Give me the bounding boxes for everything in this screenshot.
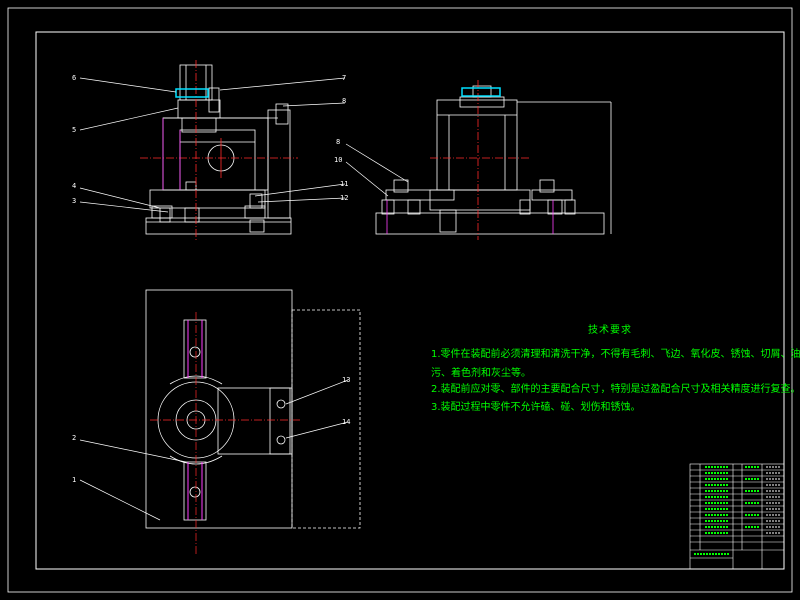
side-highlights xyxy=(386,200,554,234)
requirement-line-4: 3.装配过程中零件不允许磕、碰、划伤和锈蚀。 xyxy=(431,402,641,413)
requirement-line-3: 2.装配前应对零、部件的主要配合尺寸，特别是过盈配合尺寸及相关精度进行复查。 xyxy=(431,384,800,395)
balloon-8-side: 8 xyxy=(336,138,340,146)
inner-border xyxy=(35,31,785,570)
handwheel-front xyxy=(175,88,209,98)
front-highlights xyxy=(162,118,181,190)
side-view xyxy=(375,80,612,240)
balloon-4: 4 xyxy=(72,182,76,190)
balloon-10: 10 xyxy=(334,156,342,164)
balloon-2: 2 xyxy=(72,434,76,442)
front-view xyxy=(140,60,298,240)
balloon-13: 13 xyxy=(342,376,350,384)
title-block-cells xyxy=(694,466,759,555)
balloon-14: 14 xyxy=(342,418,350,426)
balloon-12: 12 xyxy=(340,194,348,202)
requirements-title: 技术要求 xyxy=(588,325,632,336)
balloon-1: 1 xyxy=(72,476,76,484)
requirement-line-2: 污、着色剂和灰尘等。 xyxy=(431,368,531,379)
requirement-line-1: 1.零件在装配前必须清理和清洗干净，不得有毛刺、飞边、氧化皮、锈蚀、切屑、油 xyxy=(431,349,800,360)
handwheel-side xyxy=(461,87,501,97)
outer-border xyxy=(7,7,793,593)
balloon-8: 8 xyxy=(342,97,346,105)
balloon-11: 11 xyxy=(340,180,348,188)
leader-lines xyxy=(79,77,409,521)
balloon-7: 7 xyxy=(342,74,346,82)
top-view-centerlines xyxy=(150,312,300,555)
balloon-3: 3 xyxy=(72,197,76,205)
title-block xyxy=(689,463,785,570)
balloon-6: 6 xyxy=(72,74,76,82)
balloon-5: 5 xyxy=(72,126,76,134)
title-block-cells-right xyxy=(766,466,781,534)
top-view-highlights xyxy=(187,320,203,520)
